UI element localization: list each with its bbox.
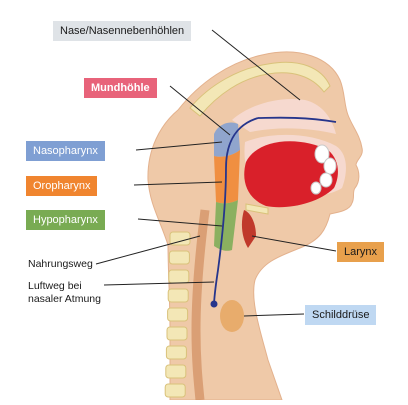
label-airway-line1: Luftweg bei — [28, 280, 82, 292]
leader-mouth — [169, 85, 231, 136]
leader-food-path — [95, 235, 201, 265]
leader-hypopharynx — [137, 218, 223, 227]
vertebra — [168, 269, 190, 284]
oropharynx-zone — [214, 150, 240, 204]
label-food-path: Nahrungsweg — [28, 258, 93, 270]
leader-larynx — [251, 235, 337, 252]
leader-oropharynx — [133, 181, 223, 186]
larynx-structure — [241, 210, 256, 248]
teeth — [310, 144, 337, 195]
vertebra — [165, 364, 187, 379]
vertebra — [167, 288, 189, 303]
label-airway-line2: nasaler Atmung — [28, 293, 101, 305]
nasal-cavity — [232, 98, 336, 134]
cervical-spine — [164, 231, 191, 398]
vertebra — [166, 326, 188, 341]
vertebra — [164, 383, 186, 398]
airway-track-nasal — [257, 116, 337, 123]
vertebra — [165, 345, 187, 360]
vertebra — [167, 307, 189, 322]
airway-marker — [210, 300, 218, 308]
label-thyroid: Schilddrüse — [305, 305, 377, 325]
leader-thyroid — [243, 313, 305, 317]
label-mouth: Mundhöhle — [84, 78, 157, 98]
leader-lines — [95, 29, 337, 317]
label-nose: Nase/Nasennebenhöhlen — [53, 21, 192, 41]
vertebra — [168, 250, 190, 265]
label-oropharynx: Oropharynx — [26, 176, 98, 196]
leader-airway — [103, 281, 215, 286]
leader-nose — [211, 29, 301, 101]
airway-track — [213, 117, 259, 307]
skull-bone — [189, 61, 331, 117]
label-hypopharynx: Hypopharynx — [26, 210, 105, 230]
hypopharynx-zone — [214, 200, 238, 251]
hyoid-bone — [245, 203, 269, 215]
label-larynx: Larynx — [337, 242, 385, 262]
leader-nasopharynx — [135, 141, 223, 151]
thyroid-gland — [220, 300, 244, 332]
esophagus-tube — [191, 209, 210, 401]
label-nasopharynx: Nasopharynx — [26, 141, 105, 161]
nasopharynx-zone — [214, 122, 240, 157]
